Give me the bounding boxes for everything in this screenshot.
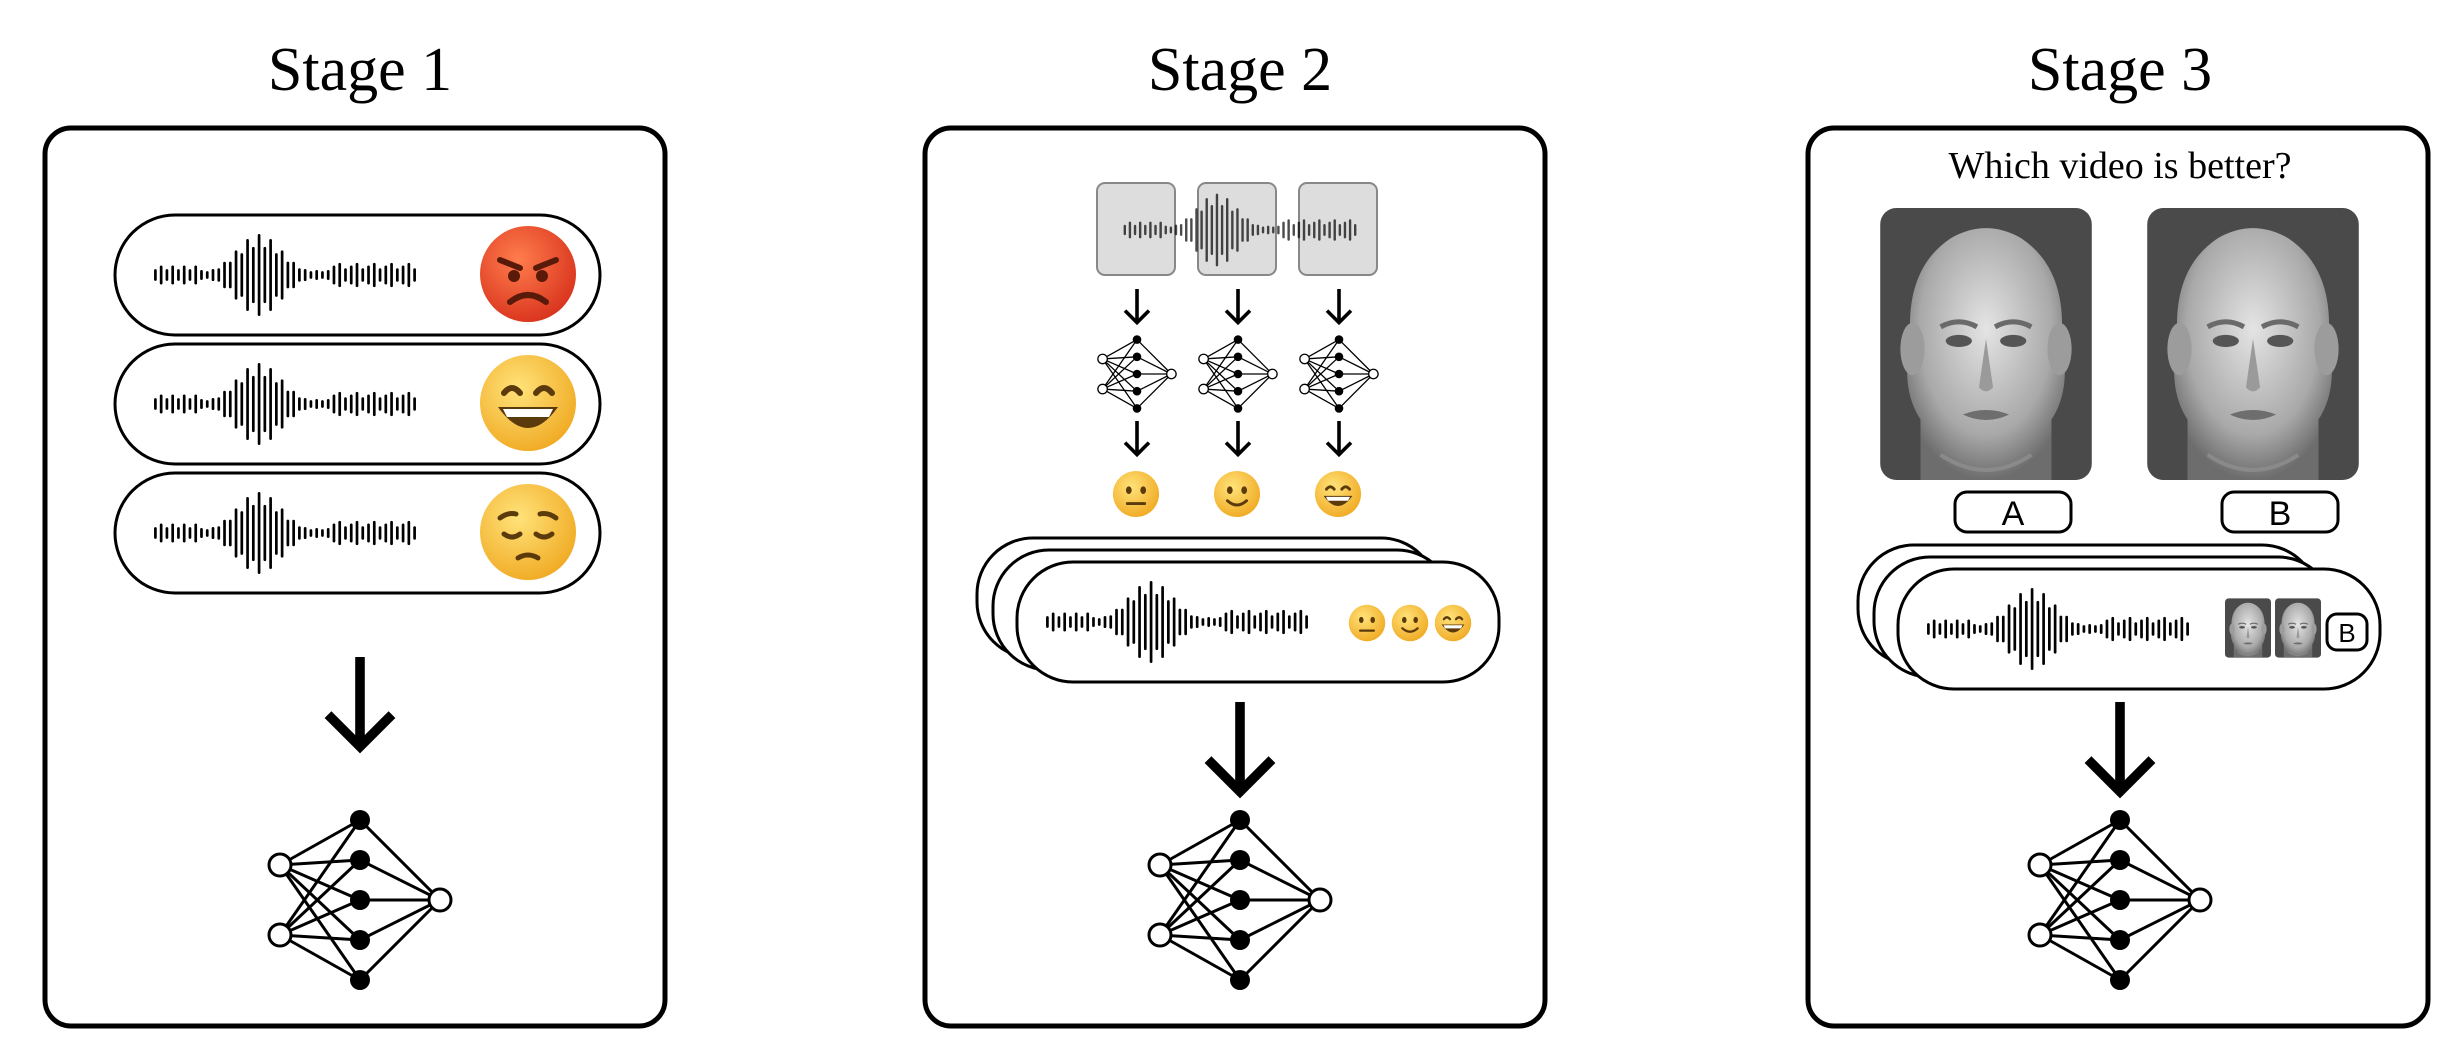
stage-2-dataset-stack [975, 536, 1501, 684]
stage-1-sample-angry [113, 213, 602, 337]
face-thumbnail-a [2225, 598, 2271, 658]
grinning-face-icon [1434, 604, 1472, 642]
slightly-smiling-face-icon [1213, 470, 1261, 518]
stage-1-sample-happy [113, 342, 602, 466]
audio-segments [1096, 182, 1378, 276]
preference-label [2325, 612, 2369, 652]
stage-1: Stage 1 [42, 36, 668, 1029]
stage-1-sample-sad [113, 471, 602, 595]
option-a-label: A [1953, 490, 2073, 534]
comparison-question: Which video is better? [1949, 145, 2292, 187]
option-b-label: B [2220, 490, 2340, 534]
slightly-smiling-face-icon [1391, 604, 1429, 642]
stage-3: Stage 3 Which video is better? A B B [1805, 36, 2431, 1029]
angry-face-icon [480, 226, 576, 322]
face-video-a [1880, 208, 2092, 480]
grinning-face-icon [480, 355, 576, 451]
stage-2: Stage 2 [922, 36, 1548, 1029]
svg-text:B: B [2269, 495, 2292, 533]
face-video-b [2147, 208, 2359, 480]
svg-text:B: B [2338, 618, 2355, 648]
pensive-face-icon [480, 484, 576, 580]
neutral-face-icon [1112, 470, 1160, 518]
svg-text:A: A [2002, 495, 2025, 533]
stage-3-title: Stage 3 [2028, 36, 2212, 104]
stage-1-title: Stage 1 [268, 36, 452, 104]
grinning-face-icon [1314, 470, 1362, 518]
face-thumbnail-b [2275, 598, 2321, 658]
stage-2-title: Stage 2 [1148, 36, 1332, 104]
stage-3-dataset-stack: B [1856, 543, 2382, 691]
neutral-face-icon [1348, 604, 1386, 642]
